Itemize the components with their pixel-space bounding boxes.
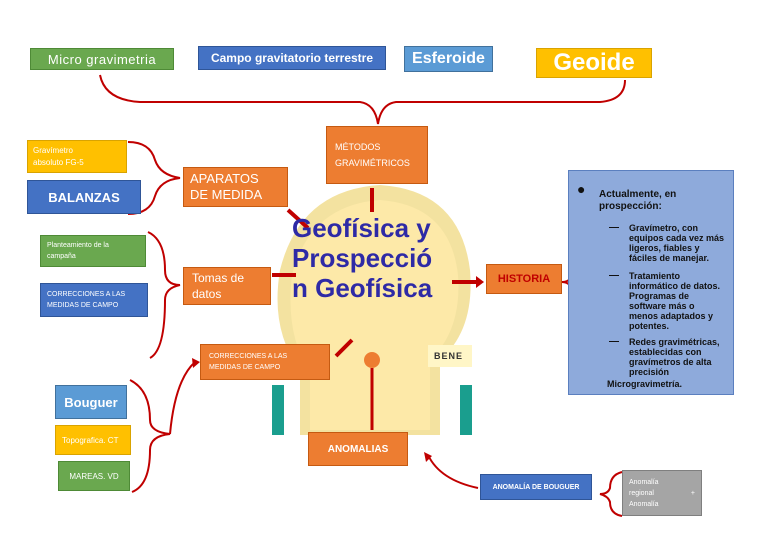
history-intro-line-2: prospección: xyxy=(599,201,662,212)
history-intro: Actualmente, en prospección: xyxy=(599,189,719,213)
history-item-2-line-2: informático de datos. xyxy=(629,281,721,291)
correcciones-center-line-1: CORRECCIONES A LAS xyxy=(209,353,288,360)
micro-gravimetria-box: Micro gravimetria xyxy=(30,48,174,70)
center-title: Geofísica y Prospecció n Geofísica xyxy=(292,213,452,303)
correcciones-left-line-1: CORRECCIONES A LAS xyxy=(47,291,126,298)
history-item-2-line-6: potentes. xyxy=(629,321,670,331)
correcciones-center-line-2: MEDIDAS DE CAMPO xyxy=(209,364,281,371)
aparatos-line-2: DE MEDIDA xyxy=(190,187,263,202)
tomas-line-1: Tomas de xyxy=(192,271,245,285)
topografica-box: Topografica. CT xyxy=(55,425,131,455)
history-item-3: Redes gravimétricas, establecidas con gr… xyxy=(629,337,729,377)
gravimetro-box: Gravímetro absoluto FG-5 xyxy=(27,140,127,173)
dash-icon xyxy=(609,275,619,276)
history-item-1: Gravímetro, con equipos cada vez más lig… xyxy=(629,223,729,263)
correcciones-left-line-2: MEDIDAS DE CAMPO xyxy=(47,302,119,309)
bene-label-box: BENE xyxy=(428,345,472,367)
aparatos-de-medida-box: APARATOS DE MEDIDA xyxy=(183,167,288,207)
planteamiento-line-2: campaña xyxy=(47,253,76,260)
mareas-label: MAREAS. VD xyxy=(69,471,119,481)
history-item-3-line-1: Redes gravimétricas, xyxy=(629,337,720,347)
history-item-2-line-3: Programas de xyxy=(629,291,690,301)
historia-box: HISTORIA xyxy=(486,264,562,294)
gravimetro-line-1: Gravímetro xyxy=(33,145,74,155)
anomalia-bouguer-box: ANOMALÍA DE BOUGUER xyxy=(480,474,592,500)
anomalia-line-1: Anomalía xyxy=(629,478,659,486)
micro-gravimetria-label: Micro gravimetria xyxy=(47,51,157,67)
metodos-line-1: MÉTODOS xyxy=(335,142,381,152)
history-item-1-line-1: Gravímetro, con xyxy=(629,223,699,233)
anomalia-regional-box: Anomalía regional + Anomalía xyxy=(622,470,702,516)
history-last: Microgravimetría. xyxy=(607,379,727,389)
esferoide-box: Esferoide xyxy=(404,46,493,72)
anomalia-line-3: Anomalía xyxy=(629,500,659,508)
dash-icon xyxy=(609,341,619,342)
esferoide-label: Esferoide xyxy=(412,50,485,67)
history-intro-line-1: Actualmente, en xyxy=(599,189,677,200)
gravimetro-line-2: absoluto FG-5 xyxy=(33,157,84,167)
history-panel: ● Actualmente, en prospección: Gravímetr… xyxy=(568,170,734,395)
metodos-gravimetricos-box: MÉTODOS GRAVIMÉTRICOS xyxy=(326,126,428,184)
campo-gravitatorio-box: Campo gravitatorio terrestre xyxy=(198,46,386,70)
anomalia-line-2-row: regional + xyxy=(629,488,695,499)
mareas-box: MAREAS. VD xyxy=(58,461,130,491)
anomalias-label: ANOMALIAS xyxy=(327,443,389,455)
bouguer-label: Bouguer xyxy=(64,394,118,410)
geoide-label: Geoide xyxy=(553,49,635,76)
history-item-3-line-3: gravímetros de alta xyxy=(629,357,712,367)
planteamiento-line-1: Planteamiento de la xyxy=(47,242,109,249)
center-title-line-2: Prospecció xyxy=(292,243,433,273)
history-item-2-line-4: software más o xyxy=(629,301,695,311)
tomas-line-2: datos xyxy=(192,287,222,301)
anomalias-box: ANOMALIAS xyxy=(308,432,408,466)
anomalia-bouguer-label: ANOMALÍA DE BOUGUER xyxy=(492,483,580,491)
correcciones-center-box: CORRECCIONES A LAS MEDIDAS DE CAMPO xyxy=(200,344,330,380)
historia-label: HISTORIA xyxy=(497,273,551,285)
dash-icon xyxy=(609,227,619,228)
geoide-box: Geoide xyxy=(536,48,652,78)
balanzas-box: BALANZAS xyxy=(27,180,141,214)
tomas-de-datos-box: Tomas de datos xyxy=(183,267,271,305)
aparatos-line-1: APARATOS xyxy=(190,171,259,186)
topografica-label: Topografica. CT xyxy=(62,435,119,445)
correcciones-left-box: CORRECCIONES A LAS MEDIDAS DE CAMPO xyxy=(40,283,148,317)
bouguer-box: Bouguer xyxy=(55,385,127,419)
history-item-1-line-4: fáciles de manejar. xyxy=(629,253,710,263)
history-item-2: Tratamiento informático de datos. Progra… xyxy=(629,271,729,331)
anomalia-plus: + xyxy=(690,489,695,497)
history-item-2-line-5: menos adaptados y xyxy=(629,311,714,321)
metodos-line-2: GRAVIMÉTRICOS xyxy=(335,158,410,168)
history-item-3-line-4: precisión xyxy=(629,367,670,377)
bene-label: BENE xyxy=(434,351,464,361)
history-last-label: Microgravimetría. xyxy=(607,379,683,389)
planteamiento-box: Planteamiento de la campaña xyxy=(40,235,146,267)
history-item-3-line-2: establecidas con xyxy=(629,347,702,357)
balanzas-label: BALANZAS xyxy=(48,189,120,205)
campo-gravitatorio-label: Campo gravitatorio terrestre xyxy=(210,51,374,65)
center-title-line-3: n Geofísica xyxy=(292,273,433,303)
anomalia-line-2: regional xyxy=(629,489,654,497)
history-item-1-line-2: equipos cada vez más xyxy=(629,233,725,243)
bullet-icon: ● xyxy=(577,181,586,197)
center-title-line-1: Geofísica y xyxy=(292,213,431,243)
history-item-2-line-1: Tratamiento xyxy=(629,271,681,281)
history-item-1-line-3: ligeros, fiables y xyxy=(629,243,700,253)
